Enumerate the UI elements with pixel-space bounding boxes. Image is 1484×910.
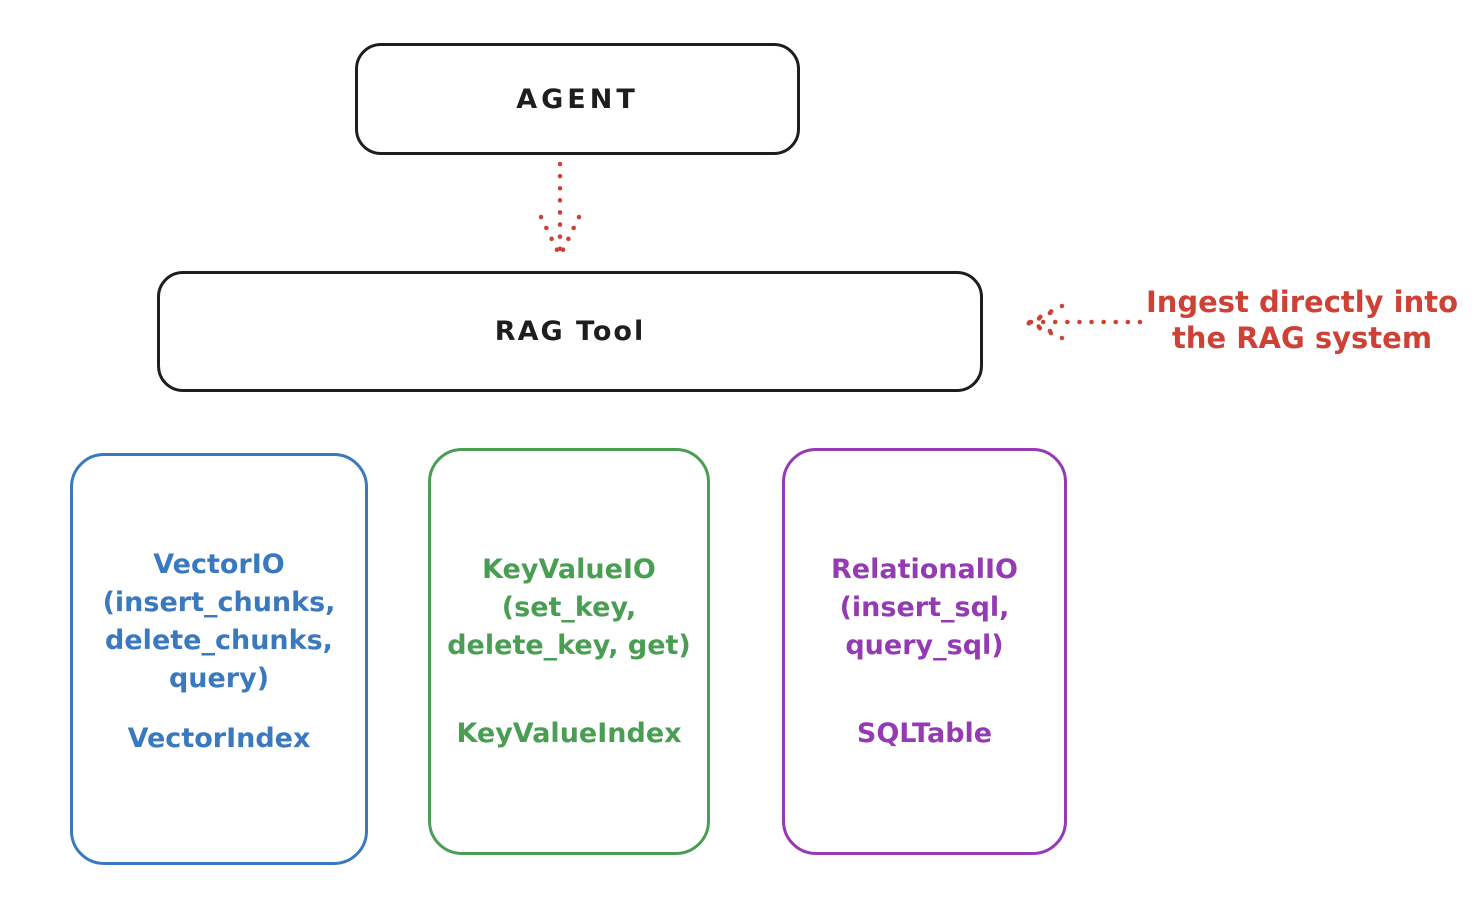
relational-io-line: RelationalIO (831, 554, 1018, 585)
key-value-io-box: KeyValueIO (set_key, delete_key, get) Ke… (428, 448, 710, 855)
key-value-io-line: KeyValueIO (482, 554, 656, 585)
ingest-annotation-line1: Ingest directly into (1145, 285, 1459, 319)
vector-io-line: query) (168, 663, 270, 694)
rag-tool-label: RAG Tool (494, 316, 646, 347)
key-value-index-label: KeyValueIndex (456, 718, 682, 749)
relational-io-line: (insert_sql, (839, 592, 1010, 623)
sql-table-label: SQLTable (856, 718, 993, 749)
arrow-left-icon (1025, 303, 1143, 341)
vector-io-line: delete_chunks, (105, 625, 333, 656)
arrow-down-icon (538, 161, 582, 259)
rag-tool-box: RAG Tool (157, 271, 983, 392)
agent-box: AGENT (355, 43, 800, 155)
vector-io-line: (insert_chunks, (102, 587, 336, 618)
vector-index-label: VectorIndex (127, 723, 311, 754)
agent-label: AGENT (516, 83, 639, 115)
vector-io-line: VectorIO (153, 549, 285, 580)
vector-io-box: VectorIO (insert_chunks, delete_chunks, … (70, 453, 368, 865)
relational-io-box: RelationalIO (insert_sql, query_sql) SQL… (782, 448, 1067, 855)
ingest-annotation-line2: the RAG system (1171, 321, 1433, 355)
key-value-io-line: (set_key, (501, 592, 637, 623)
relational-io-line: query_sql) (845, 630, 1004, 661)
key-value-io-line: delete_key, get) (447, 630, 691, 661)
ingest-annotation: Ingest directly into the RAG system (1130, 284, 1474, 356)
